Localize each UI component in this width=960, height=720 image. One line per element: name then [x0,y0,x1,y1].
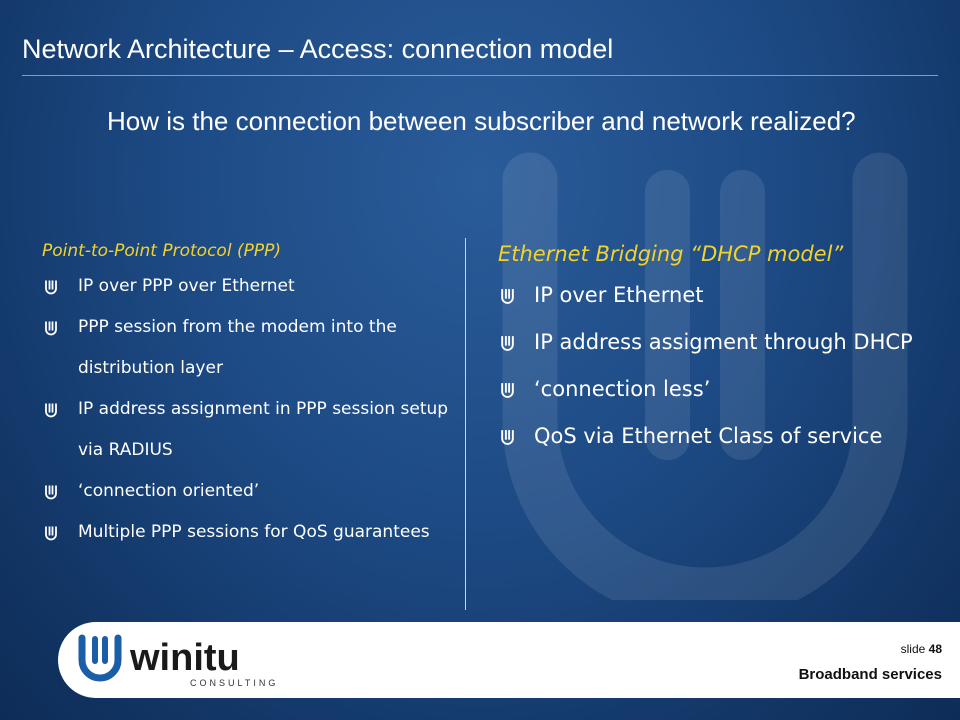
logo-subtext: CONSULTING [190,678,278,688]
bullet-u-icon [42,512,78,553]
bullet-text: QoS via Ethernet Class of service [534,424,883,448]
section-name: Broadband services [798,666,942,683]
bullet-text: IP over Ethernet [534,283,704,307]
slide-number: slide 48 [901,642,942,656]
list-item: IP address assigment through DHCP [498,319,948,366]
ppp-column: Point-to-Point Protocol (PPP) IP over PP… [42,236,452,553]
bullet-u-icon [42,266,78,307]
bullet-text: ‘connection less’ [534,377,711,401]
bullet-text: IP address assigment through DHCP [534,330,913,354]
bullet-u-icon [498,366,534,413]
question-text: How is the connection between subscriber… [107,106,856,136]
list-item: IP address assignment in PPP session set… [42,389,452,471]
bullet-text: IP over PPP over Ethernet [78,276,295,296]
list-item: ‘connection less’ [498,366,948,413]
list-item: PPP session from the modem into the dist… [42,307,452,389]
list-item: QoS via Ethernet Class of service [498,413,948,460]
list-item: IP over Ethernet [498,272,948,319]
bullet-text: ‘connection oriented’ [78,481,260,501]
list-item: Multiple PPP sessions for QoS guarantees [42,512,452,553]
ppp-heading: Point-to-Point Protocol (PPP) [42,241,281,261]
bullet-u-icon [498,319,534,366]
bullet-u-icon [498,413,534,460]
slide-label: slide [900,642,926,656]
list-item: ‘connection oriented’ [42,471,452,512]
bullet-text: IP address assignment in PPP session set… [78,399,449,460]
column-divider [465,238,466,610]
title-divider [22,75,938,76]
footer-bar: winitu CONSULTING slide 48 Broadband ser… [58,622,960,698]
bullet-text: PPP session from the modem into the dist… [78,317,397,378]
bullet-text: Multiple PPP sessions for QoS guarantees [78,522,430,542]
logo-wordmark: winitu [129,637,240,679]
bullet-u-icon [42,307,78,348]
winitu-watermark-icon [502,152,908,600]
dhcp-heading: Ethernet Bridging “DHCP model” [498,242,844,266]
slide-number-value: 48 [928,642,942,656]
bullet-u-icon [42,471,78,512]
winitu-logo: winitu CONSULTING [78,634,278,688]
list-item: IP over PPP over Ethernet [42,266,452,307]
bullet-u-icon [42,389,78,430]
bullet-u-icon [498,272,534,319]
dhcp-column: Ethernet Bridging “DHCP model” IP over E… [498,236,948,460]
page-title: Network Architecture – Access: connectio… [22,34,614,64]
